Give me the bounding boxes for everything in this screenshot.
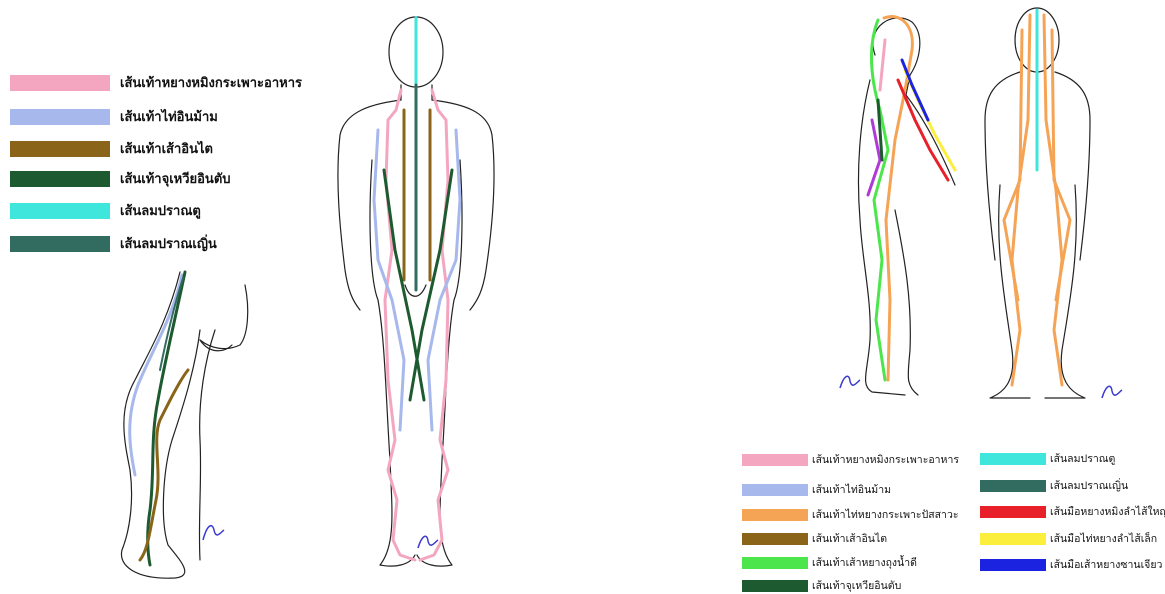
legend-swatch xyxy=(980,533,1046,545)
legend-swatch xyxy=(980,480,1046,492)
right-legend-item: เส้นมือไท่หยางลำไส้เล็ก xyxy=(980,530,1157,547)
right-legend-item: เส้นมือเส้าหยางซานเจียว xyxy=(980,556,1162,573)
legend-swatch xyxy=(742,580,808,592)
signature-mark xyxy=(203,526,224,540)
legend-label: เส้นเท้าไท่อินม้าม xyxy=(812,481,891,498)
legend-label: เส้นเท้าไท่หยางกระเพาะปัสสาวะ xyxy=(812,506,958,523)
legend-label: เส้นเท้าเส้าอินไต xyxy=(812,530,887,547)
right-legend-item: เส้นเท้าไท่อินม้าม xyxy=(742,481,891,498)
right-legend-item: เส้นเท้าจุเหวียอินตับ xyxy=(742,577,901,594)
side-body-figure xyxy=(840,17,955,395)
legend-swatch xyxy=(742,484,808,496)
legend-label: เส้นลมปราณตู xyxy=(1050,450,1115,467)
legend-swatch xyxy=(742,509,808,521)
legend-label: เส้นลมปราณเญิ่น xyxy=(1050,477,1128,494)
legend-label: เส้นมือหยางหมิงลำไส้ใหญ่ xyxy=(1050,503,1165,520)
right-legend-item: เส้นเท้าเส้าหยางถุงน้ำดี xyxy=(742,554,917,571)
right-legend-item: เส้นลมปราณเญิ่น xyxy=(980,477,1128,494)
legend-label: เส้นเท้าจุเหวียอินตับ xyxy=(812,577,901,594)
legend-swatch xyxy=(742,533,808,545)
back-body-figure xyxy=(985,8,1122,398)
legend-label: เส้นมือเส้าหยางซานเจียว xyxy=(1050,556,1162,573)
signature-mark xyxy=(840,376,860,388)
right-legend-item: เส้นเท้าไท่หยางกระเพาะปัสสาวะ xyxy=(742,506,958,523)
legend-swatch xyxy=(980,559,1046,571)
right-legend-item: เส้นเท้าเส้าอินไต xyxy=(742,530,887,547)
legend-label: เส้นมือไท่หยางลำไส้เล็ก xyxy=(1050,530,1157,547)
signature-mark xyxy=(1102,386,1122,398)
right-legend-item: เส้นมือหยางหมิงลำไส้ใหญ่ xyxy=(980,503,1165,520)
legend-label: เส้นเท้าหยางหมิงกระเพาะอาหาร xyxy=(812,451,959,468)
legend-swatch xyxy=(742,557,808,569)
legend-swatch xyxy=(742,454,808,466)
legend-swatch xyxy=(980,506,1046,518)
leg-figure xyxy=(121,272,247,578)
signature-mark xyxy=(418,536,438,548)
legend-label: เส้นเท้าเส้าหยางถุงน้ำดี xyxy=(812,554,917,571)
right-legend-item: เส้นเท้าหยางหมิงกระเพาะอาหาร xyxy=(742,451,959,468)
legend-swatch xyxy=(980,453,1046,465)
front-body-figure xyxy=(338,17,494,566)
right-legend-item: เส้นลมปราณตู xyxy=(980,450,1115,467)
